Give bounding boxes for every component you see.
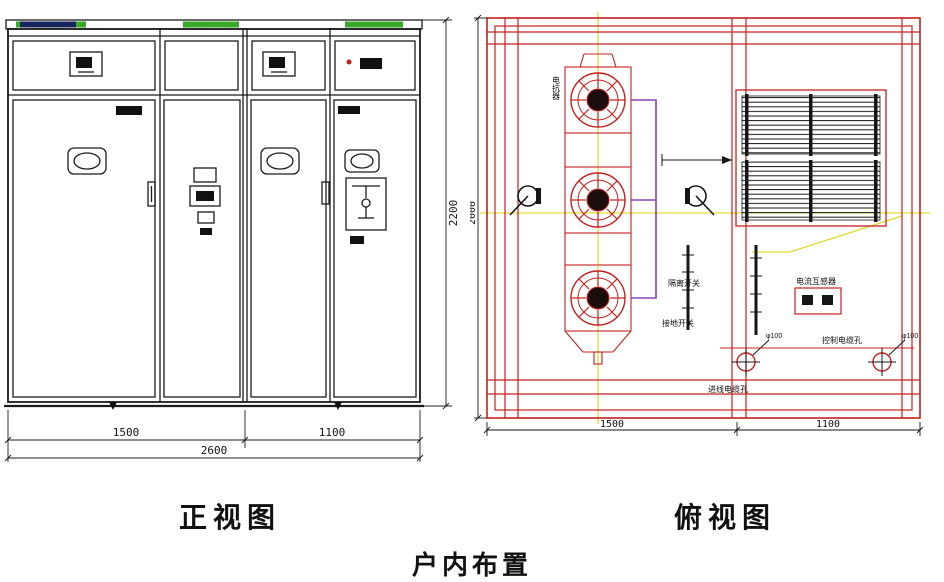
reactor-middle [570,172,626,228]
resistor-bars [745,94,878,222]
cabinet-roof [5,19,423,30]
door-label-plate [338,106,360,114]
cabinet-front-view: 1500 1100 2600 2200 [4,16,460,462]
foot-mark [109,402,117,410]
reactor-bottom [570,270,626,326]
label-current-transformer: 电流互感器 [796,276,836,286]
instrument-panels [12,40,416,91]
door-latch [147,181,330,207]
reactor-bank [564,53,632,365]
cable-holes [720,339,914,376]
cable-hole-left [732,339,770,376]
current-transformer-box [794,287,842,315]
busbar-link [631,99,657,299]
mimic-diagram [345,177,387,244]
green-strip [345,21,403,28]
top-view-caption: 俯视图 [673,502,776,533]
meter-right [262,51,296,77]
door-handle-right [260,147,300,175]
green-strip [183,21,239,28]
label-control-cable-hole: 控制电缆孔 [822,335,862,345]
front-dimensions [4,16,452,462]
dim-top-right-width: 1100 [816,419,840,430]
cabinet-base [4,402,424,410]
top-view-drawing: 电抗器 隔离开关 接地开关 电流互感器 控制电缆孔 进线电缆孔 φ100 φ10… [470,12,930,436]
meter-left [69,51,103,77]
dim-top-left-width: 1500 [600,419,624,430]
page-title: 户内布置 [411,550,532,580]
label-disconnector: 隔离开关 [668,278,700,288]
dim-front-height: 2200 [447,200,460,227]
foot-mark [334,402,342,410]
resistor-bank [735,89,887,227]
reactor-top [570,72,626,128]
dim-front-right-width: 1100 [319,426,346,439]
operating-mechanisms [509,185,715,216]
pointer-arrow [661,154,732,166]
top-dimensions [474,14,924,436]
dim-top-depth: 2000 [470,201,478,225]
label-incoming-cable-hole: 进线电缆孔 [708,384,748,394]
indicator-panel [346,58,382,69]
front-view-drawing: 1500 1100 2600 2200 [4,16,460,462]
door-label-plate [116,106,142,115]
nameplate [20,21,76,28]
label-hole-dia-left: φ100 [766,333,782,340]
reactors [570,72,626,326]
door-handle-narrow [344,149,380,173]
label-earthing-switch: 接地开关 [662,318,694,328]
dim-front-total-width: 2600 [201,444,228,457]
earthing-bars [682,245,762,335]
cabinet-body [7,28,421,403]
cabinet-doors [12,99,417,398]
label-hole-dia-right: φ100 [902,333,918,340]
indicator-lamp [346,59,352,65]
label-reactor: 电抗器 [552,75,561,101]
front-view-caption: 正视图 [178,502,281,533]
dim-front-left-width: 1500 [113,426,140,439]
door-handle-left [67,147,107,175]
control-stack [189,167,221,235]
cable-hole-right [868,339,906,376]
